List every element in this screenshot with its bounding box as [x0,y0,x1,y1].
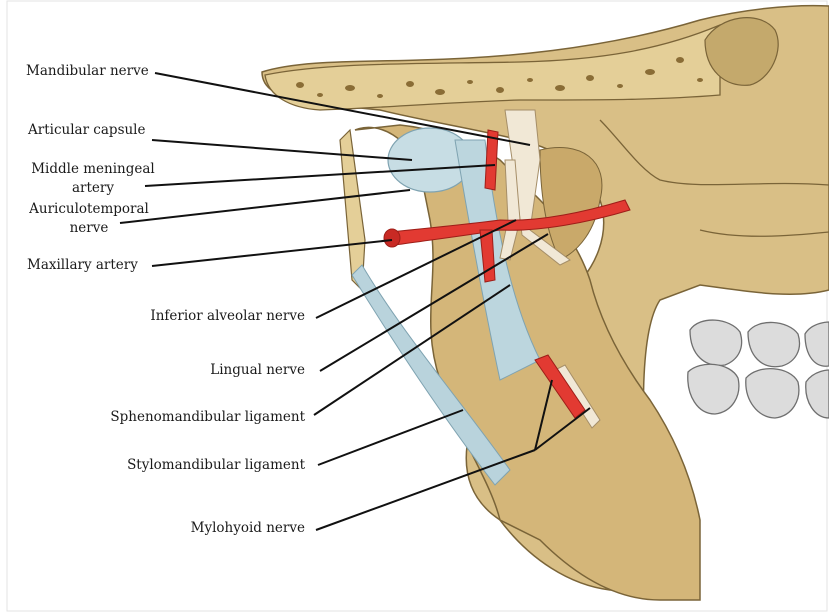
label-middle-meningeal-line1: Middle meningeal [28,161,158,178]
label-stylomandibular-ligament: Stylomandibular ligament [60,457,305,474]
label-maxillary-artery: Maxillary artery [27,257,138,274]
label-middle-meningeal-line2: artery [28,180,158,197]
label-auriculotemporal-line1: Auriculotemporal [24,201,154,218]
label-articular-capsule: Articular capsule [28,122,146,139]
maxillary-artery-cut-end [384,229,400,247]
label-lingual-nerve: Lingual nerve [100,362,305,379]
label-inferior-alveolar-nerve: Inferior alveolar nerve [100,308,305,325]
label-mandibular-nerve: Mandibular nerve [26,63,149,80]
label-auriculotemporal-line2: nerve [24,220,154,237]
label-mylohyoid-nerve: Mylohyoid nerve [100,520,305,537]
label-sphenomandibular-ligament: Sphenomandibular ligament [60,409,305,426]
